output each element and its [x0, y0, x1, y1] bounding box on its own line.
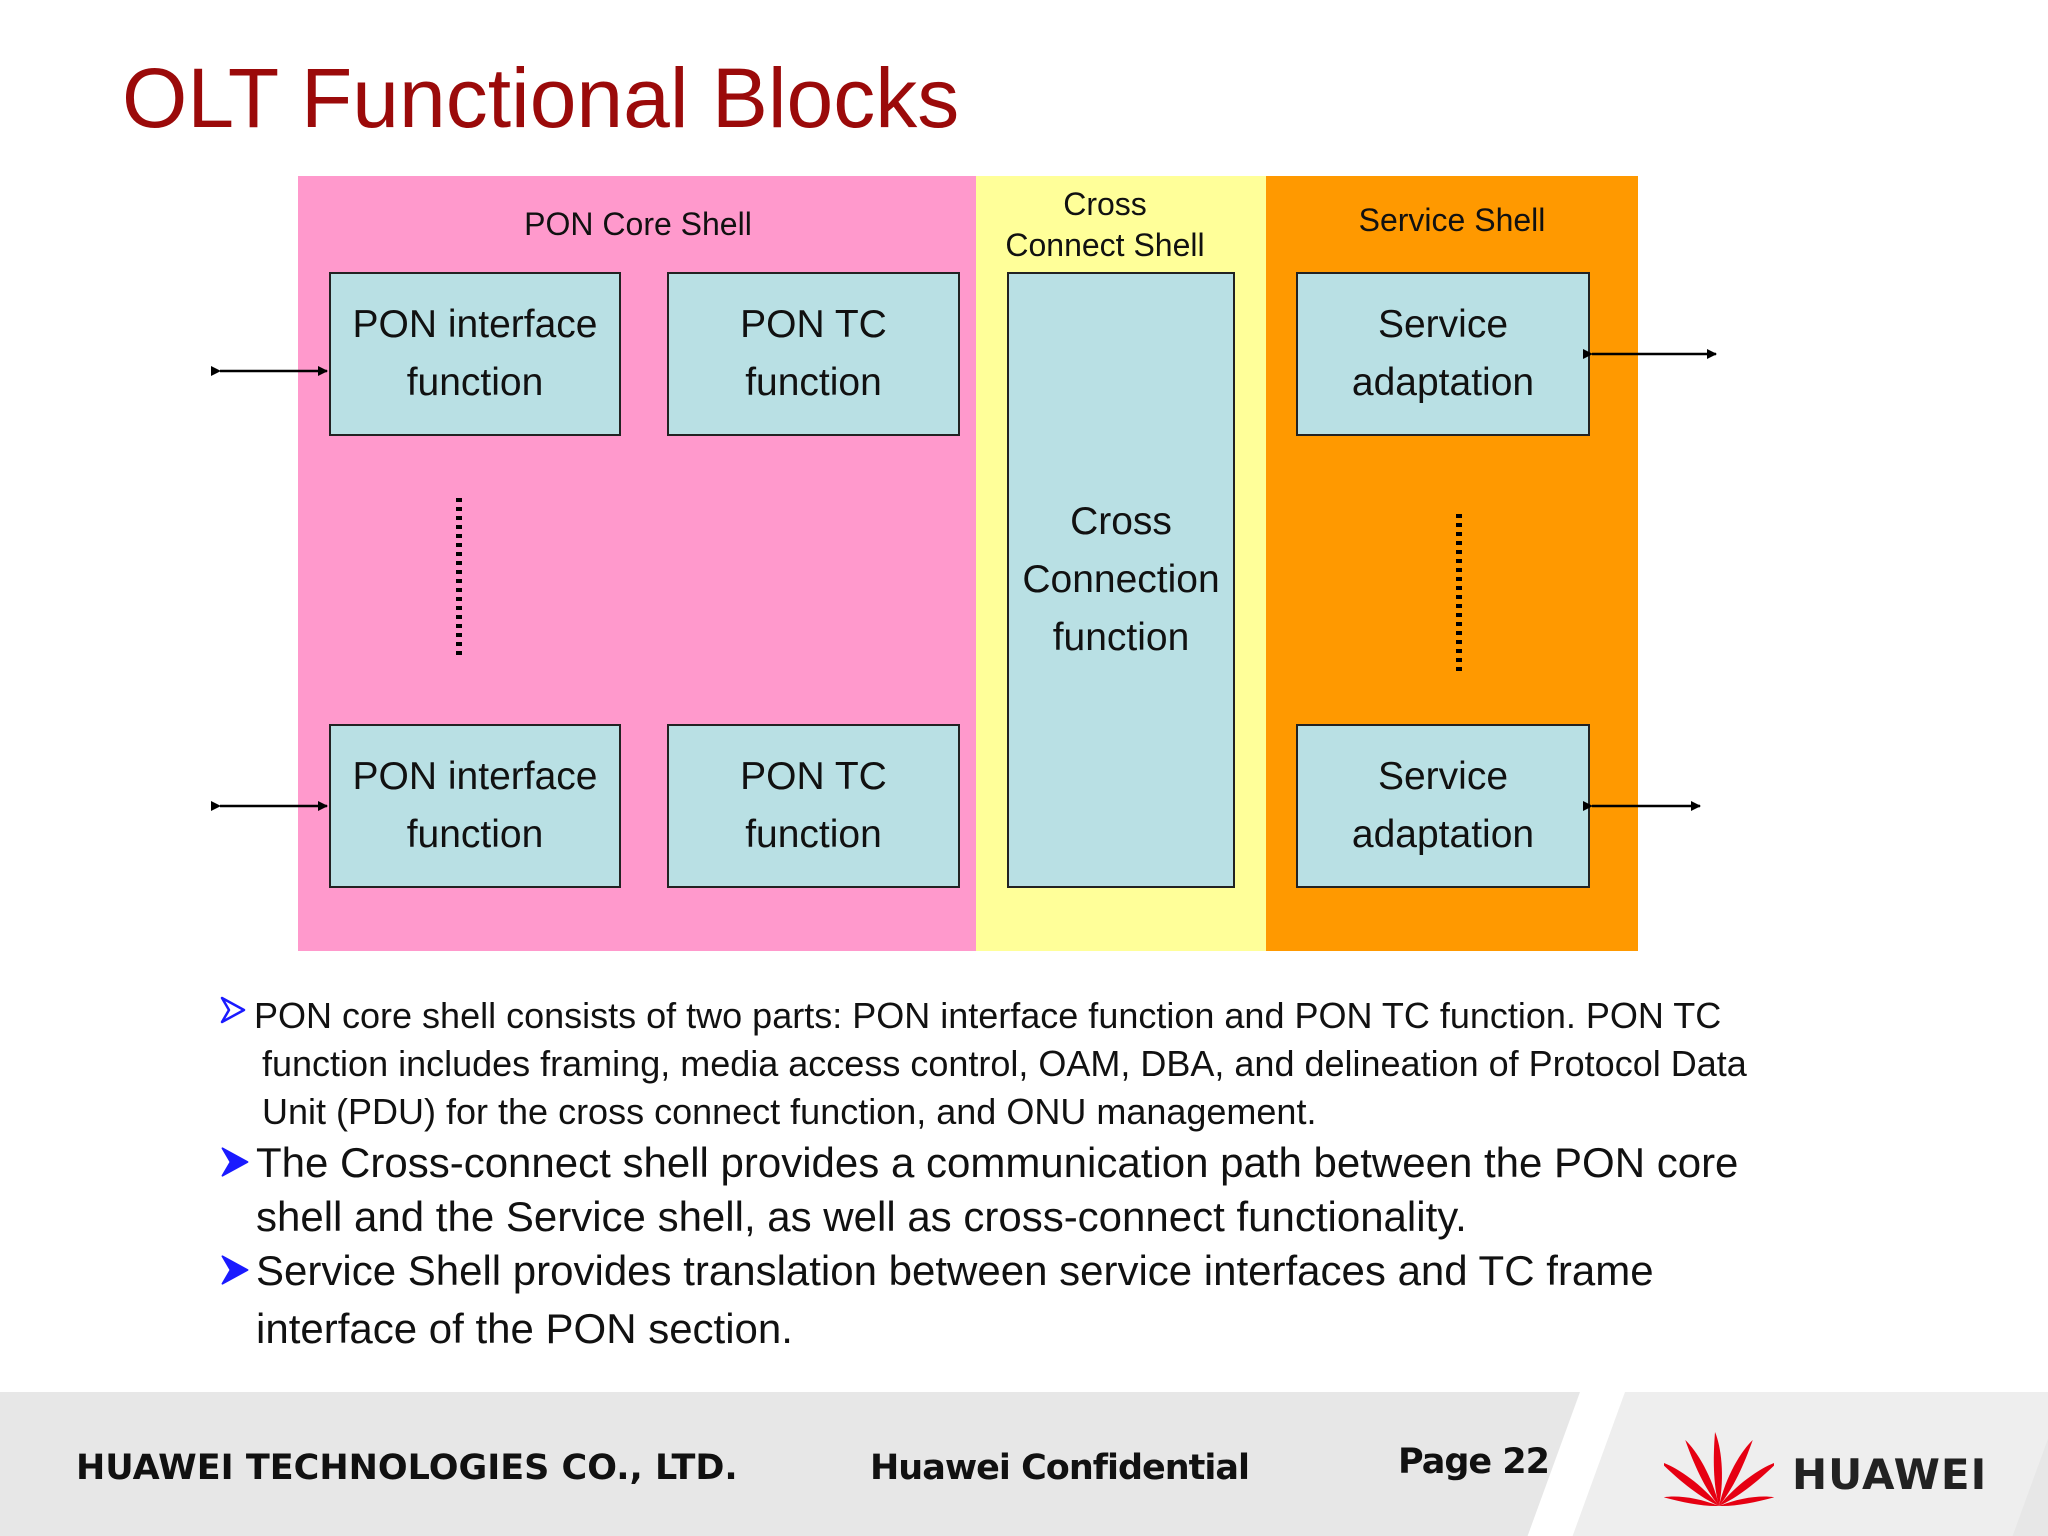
box-line: function — [406, 813, 544, 856]
box-line: Service — [1377, 303, 1509, 346]
cross-connect-label-line1: Cross — [1063, 186, 1147, 222]
service-adaptation-box-bottom: Service adaptation — [1296, 724, 1590, 888]
box-line: adaptation — [1351, 361, 1535, 404]
bullet-line: The Cross-connect shell provides a commu… — [256, 1139, 1739, 1186]
huawei-wordmark: HUAWEI — [1792, 1450, 1988, 1499]
box-line: function — [406, 361, 544, 404]
bullet-cross-connect: The Cross-connect shell provides a commu… — [220, 1136, 1920, 1244]
slide-title: OLT Functional Blocks — [122, 51, 960, 145]
box-line: adaptation — [1351, 813, 1535, 856]
box-line: PON TC — [740, 303, 887, 346]
pon-tc-function-box-top: PON TC function — [667, 272, 960, 436]
bullet-service-shell: Service Shell provides translation betwe… — [220, 1244, 1920, 1356]
box-line: Connection — [1022, 558, 1220, 601]
footer-company: HUAWEI TECHNOLOGIES CO., LTD. — [76, 1448, 738, 1488]
service-shell-label: Service Shell — [1358, 202, 1546, 238]
huawei-logo-icon — [1664, 1432, 1774, 1507]
footer-page-number: Page 22 — [1398, 1442, 1550, 1482]
bullet-line: shell and the Service shell, as well as … — [256, 1193, 1467, 1240]
box-line: PON interface — [352, 303, 598, 346]
pon-tc-function-box-bottom: PON TC function — [667, 724, 960, 888]
cross-connect-shell-label: Cross Connect Shell — [976, 184, 1234, 266]
pon-interface-function-box-top: PON interface function — [329, 272, 621, 436]
bullet-arrow-icon — [221, 1147, 249, 1177]
bullet-line: Unit (PDU) for the cross connect functio… — [262, 1091, 1317, 1132]
bullet-line: function includes framing, media access … — [262, 1043, 1747, 1084]
bullet-line: interface of the PON section. — [256, 1305, 793, 1352]
box-line: PON interface — [352, 755, 598, 798]
box-line: function — [745, 813, 882, 856]
footer-confidential: Huawei Confidential — [870, 1448, 1250, 1488]
footer-bar: HUAWEI TECHNOLOGIES CO., LTD. Huawei Con… — [0, 1392, 2048, 1536]
service-adaptation-box-top: Service adaptation — [1296, 272, 1590, 436]
pon-interface-function-box-bottom: PON interface function — [329, 724, 621, 888]
bullet-line: PON core shell consists of two parts: PO… — [254, 995, 1722, 1036]
bullet-list: PON core shell consists of two parts: PO… — [220, 992, 1920, 1356]
bullet-arrow-icon — [220, 996, 246, 1024]
cross-connect-label-line2: Connect Shell — [1005, 227, 1205, 263]
box-line: Cross — [1070, 500, 1172, 543]
pon-core-shell-label: PON Core Shell — [524, 206, 752, 242]
cross-connection-function-box: Cross Connection function — [1007, 272, 1235, 888]
box-line: function — [745, 361, 882, 404]
box-line: Service — [1377, 755, 1509, 798]
bullet-pon-core: PON core shell consists of two parts: PO… — [220, 992, 1920, 1136]
box-line: function — [1052, 616, 1190, 659]
bullet-arrow-icon — [221, 1255, 249, 1285]
bullet-line: Service Shell provides translation betwe… — [256, 1247, 1654, 1294]
box-line: PON TC — [740, 755, 887, 798]
